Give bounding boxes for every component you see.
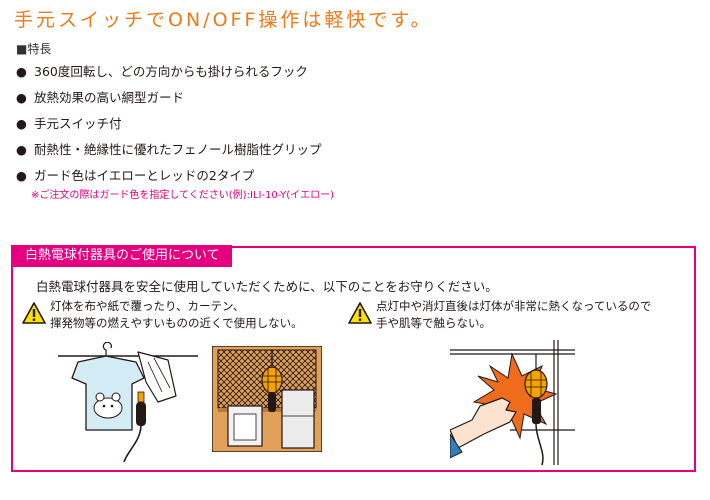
warning-line: 揮発物等の燃えやすいものの近くで使用しない。 [50, 316, 303, 330]
features-heading: ■特長 [16, 42, 52, 56]
warning-text: 点灯中や消灯直後は灯体が非常に熱くなっているので 手や肌等で触らない。 [376, 298, 651, 332]
illustration-cloth-lamp [58, 342, 198, 462]
warning-line: 手や肌等で触らない。 [376, 316, 491, 330]
feature-item: ● 360度回転し、どの方向からも掛けられるフック [16, 62, 322, 88]
feature-item: ● ガード色はイエローとレッドの2タイプ [16, 166, 322, 192]
feature-text: 手元スイッチ付 [34, 116, 122, 131]
warning-text: 灯体を布や紙で覆ったり、カーテン、 揮発物等の燃えやすいものの近くで使用しない。 [50, 298, 303, 332]
warning-triangle-icon [348, 302, 372, 324]
caution-box [11, 246, 696, 472]
warning-line: 点灯中や消灯直後は灯体が非常に熱くなっているので [376, 299, 652, 313]
feature-item: ● 放熱効果の高い網型ガード [16, 88, 322, 114]
headline: 手元スイッチでON/OFF操作は軽快です。 [14, 9, 433, 31]
caution-title: 白熱電球付器具のご使用について [11, 245, 232, 267]
bullet-icon: ● [16, 116, 27, 131]
feature-list: ● 360度回転し、どの方向からも掛けられるフック ● 放熱効果の高い網型ガード ●… [16, 62, 322, 192]
feature-text: 耐熱性・絶縁性に優れたフェノール樹脂性グリップ [34, 142, 322, 157]
caution-lead: 白熱電球付器具を安全に使用していただくために、以下のことをお守りください。 [36, 279, 498, 294]
feature-text: ガード色はイエローとレッドの2タイプ [34, 168, 255, 183]
bullet-icon: ● [16, 142, 27, 157]
warning-triangle-icon [22, 302, 46, 324]
warning-line: 灯体を布や紙で覆ったり、カーテン、 [50, 299, 245, 313]
illustration-hot-lamp [450, 340, 575, 465]
bullet-icon: ● [16, 64, 27, 79]
feature-item: ● 手元スイッチ付 [16, 114, 322, 140]
bullet-icon: ● [16, 168, 27, 183]
feature-text: 360度回転し、どの方向からも掛けられるフック [34, 64, 308, 79]
feature-text: 放熱効果の高い網型ガード [34, 90, 185, 105]
bullet-icon: ● [16, 90, 27, 105]
feature-item: ● 耐熱性・絶縁性に優れたフェノール樹脂性グリップ [16, 140, 322, 166]
illustration-shelf-lamp [212, 346, 322, 452]
order-note: ※ご注文の際はガード色を指定してください(例):ILI-10-Y(イエロー) [31, 190, 334, 201]
